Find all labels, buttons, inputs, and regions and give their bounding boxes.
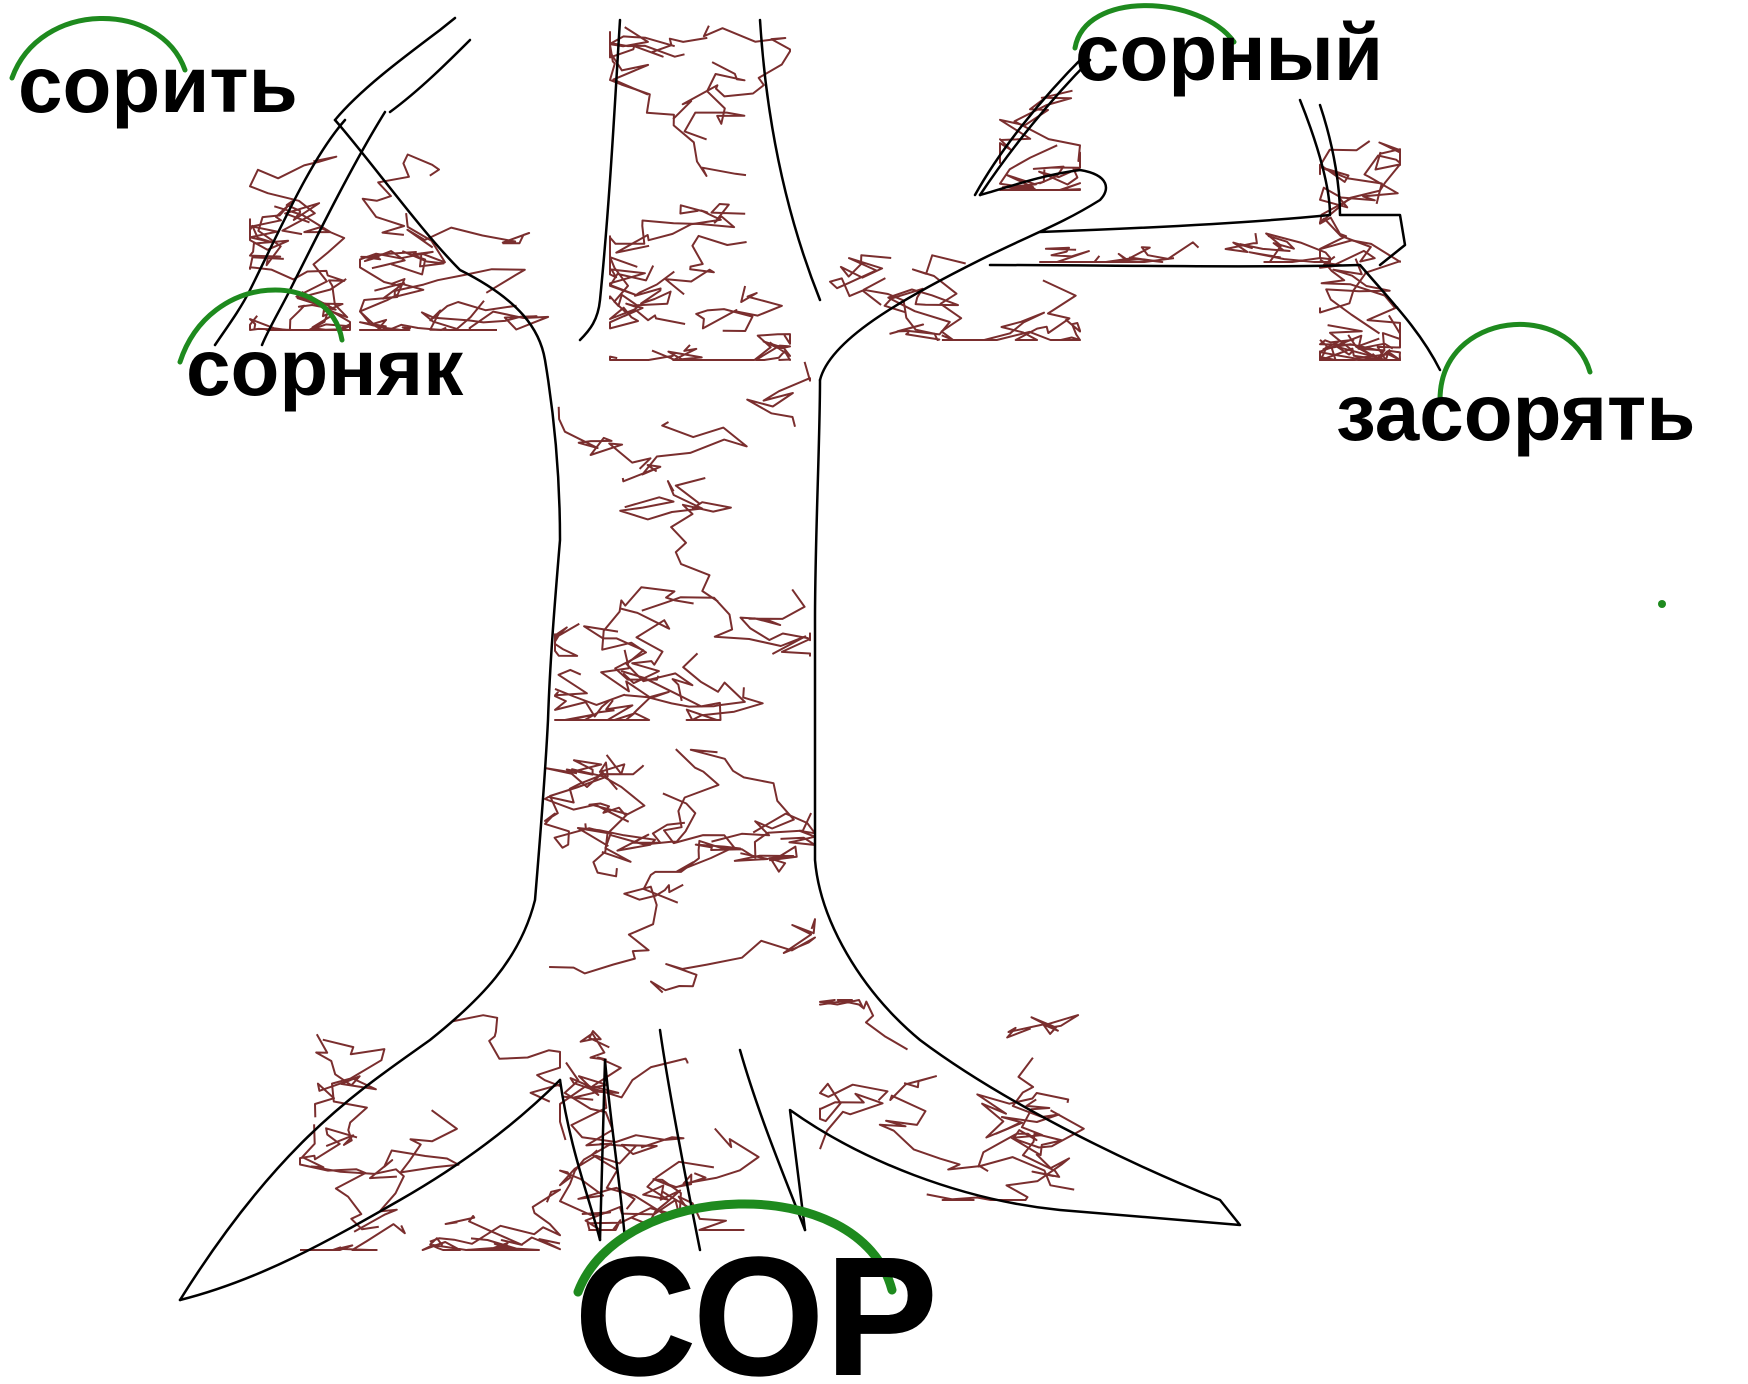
left-root-bottom-outline bbox=[180, 1080, 560, 1300]
bark-scribble bbox=[571, 1031, 621, 1093]
bark-scribble bbox=[374, 269, 524, 297]
word-sorit: сорить bbox=[18, 40, 298, 129]
bark-scribble bbox=[370, 1110, 459, 1178]
bark-scribble bbox=[651, 919, 815, 992]
bark-scribble bbox=[602, 587, 693, 679]
bark-scribble bbox=[610, 204, 745, 267]
horizontal-branch-tip-outline bbox=[1320, 105, 1405, 265]
trunk-right-outline bbox=[820, 170, 1106, 380]
bark-scribble bbox=[423, 1238, 471, 1250]
bark-scribble bbox=[623, 422, 747, 481]
bark-scribble bbox=[1326, 259, 1390, 334]
inner-root-1-outline bbox=[560, 1080, 600, 1240]
bark-scribble bbox=[685, 62, 745, 139]
bark-scribble bbox=[665, 236, 746, 295]
horizontal-branch-top-outline bbox=[1040, 100, 1330, 232]
bark-scribble bbox=[300, 1128, 379, 1229]
bark-texture bbox=[250, 26, 1400, 1250]
word-sornyy: сорный bbox=[1075, 8, 1383, 97]
bark-scribble bbox=[691, 750, 794, 842]
bark-scribble bbox=[956, 280, 1076, 340]
tree-outline bbox=[180, 18, 1440, 1300]
bark-scribble bbox=[1094, 242, 1198, 262]
bark-scribble bbox=[555, 624, 579, 656]
bark-scribble bbox=[616, 205, 721, 252]
bark-scribble bbox=[610, 27, 685, 57]
bark-scribble bbox=[315, 1034, 376, 1117]
bark-scribble bbox=[621, 609, 669, 684]
bark-scribble bbox=[696, 286, 782, 331]
bark-scribble bbox=[1007, 1015, 1078, 1037]
bark-scribble bbox=[671, 478, 731, 602]
bark-scribble bbox=[880, 1076, 988, 1171]
bark-scribble bbox=[747, 362, 810, 427]
left-branch-top-outline bbox=[335, 18, 455, 120]
bark-scribble bbox=[1226, 233, 1294, 252]
bark-scribble bbox=[559, 407, 651, 469]
bark-scribble bbox=[1015, 91, 1081, 168]
bark-scribble bbox=[820, 1084, 888, 1149]
bark-scribble bbox=[452, 1015, 560, 1101]
left-branch-top-inner-outline bbox=[390, 40, 470, 112]
green-dot-icon bbox=[1658, 600, 1666, 608]
bark-scribble bbox=[620, 481, 702, 519]
bark-scribble bbox=[1000, 100, 1048, 164]
upper-right-branch-outline bbox=[980, 60, 1090, 195]
bark-scribble bbox=[546, 768, 644, 876]
bark-scribble bbox=[610, 36, 746, 176]
word-sornyak: сорняк bbox=[186, 323, 464, 412]
root-word-sor: СОР bbox=[574, 1222, 938, 1384]
trunk-top-right-outline bbox=[760, 20, 820, 300]
bark-scribble bbox=[610, 345, 696, 360]
word-zasoryat: засорять bbox=[1336, 368, 1695, 457]
bark-scribble bbox=[430, 1190, 560, 1244]
bark-scribble bbox=[563, 1090, 684, 1147]
bark-scribble bbox=[621, 671, 763, 720]
bark-scribble bbox=[820, 1000, 908, 1050]
bark-scribble bbox=[756, 342, 790, 361]
bark-scribble bbox=[549, 885, 683, 974]
